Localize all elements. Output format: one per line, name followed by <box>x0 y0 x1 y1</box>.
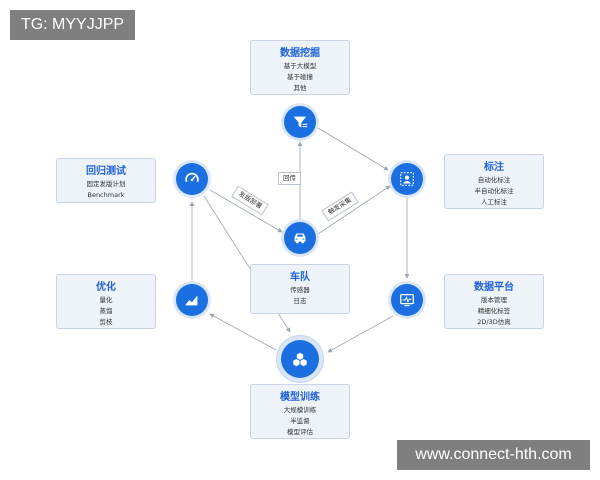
node-data-platform <box>391 284 423 316</box>
box-line: 精细化标签 <box>477 307 511 315</box>
box-title: 回归测试 <box>86 166 126 177</box>
box-line: 模型评估 <box>287 428 313 436</box>
tag-feedback: 回传 <box>278 172 301 185</box>
node-data-mining <box>284 106 316 138</box>
trend-chart-icon <box>185 295 198 306</box>
node-optimization <box>176 284 208 316</box>
box-title: 数据平台 <box>474 282 514 293</box>
gauge-icon <box>185 172 199 183</box>
box-line: 2D/3D仿真 <box>477 318 511 326</box>
box-line: 半自动化标注 <box>474 187 514 195</box>
box-line: 蒸馏 <box>99 307 113 315</box>
box-data-platform: 数据平台 版本管理 精细化标签 2D/3D仿真 <box>444 274 544 329</box>
box-title: 模型训练 <box>280 392 320 403</box>
arrow-training-to-optimization <box>209 313 277 351</box>
car-icon <box>294 233 306 244</box>
box-line: 半监督 <box>290 417 310 425</box>
node-annotation <box>391 163 423 195</box>
box-optimization: 优化 量化 蒸馏 剪枝 <box>56 274 156 329</box>
box-line: 剪枝 <box>99 318 113 326</box>
box-line: 其他 <box>293 84 307 92</box>
box-line: 自动化标注 <box>477 176 511 184</box>
node-fleet <box>284 222 316 254</box>
box-regression-test: 回归测试 固定发版计划 Benchmark <box>56 158 156 203</box>
monitor-icon <box>400 293 414 307</box>
box-model-training: 模型训练 大规模训练 半监督 模型评估 <box>250 384 350 439</box>
box-title: 数据挖掘 <box>280 48 320 59</box>
box-line: Benchmark <box>87 191 125 199</box>
arrow-platform-to-training <box>327 315 394 353</box>
arrow-fleet-to-annotation <box>317 185 391 235</box>
arrow-mining-to-annotation <box>317 127 389 171</box>
funnel-icon <box>293 116 308 128</box>
box-line: 固定发版计划 <box>86 180 126 188</box>
box-line: 基于大模型 <box>283 62 317 70</box>
watermark-bottom-right: www.connect-hth.com <box>397 440 590 470</box>
box-title: 车队 <box>290 272 310 283</box>
arrow-regression-to-fleet <box>209 189 283 233</box>
box-line: 量化 <box>99 296 113 304</box>
box-line: 大规模训练 <box>283 406 317 414</box>
person-frame-icon <box>400 172 414 186</box>
node-regression-test <box>176 163 208 195</box>
node-model-training <box>281 340 319 378</box>
box-data-mining: 数据挖掘 基于大模型 基于碰撞 其他 <box>250 40 350 95</box>
box-line: 基于碰撞 <box>287 73 313 81</box>
box-line: 人工标注 <box>481 198 507 206</box>
box-fleet: 车队 传感器 日志 <box>250 264 350 314</box>
box-line: 传感器 <box>290 286 310 294</box>
box-title: 标注 <box>484 162 504 173</box>
watermark-top-left: TG: MYYJJPP <box>10 10 135 40</box>
box-line: 日志 <box>293 297 307 305</box>
cubes-icon <box>293 352 307 367</box>
box-line: 版本管理 <box>481 296 507 304</box>
box-annotation: 标注 自动化标注 半自动化标注 人工标注 <box>444 154 544 209</box>
box-title: 优化 <box>96 282 116 293</box>
